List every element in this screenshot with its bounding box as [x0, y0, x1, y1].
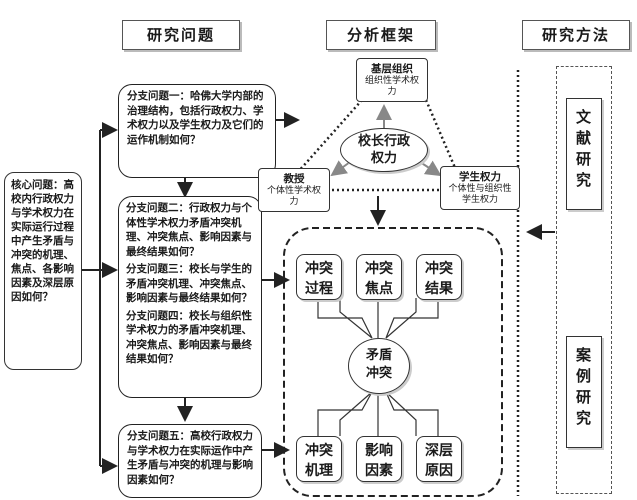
sub-question-group-234: 分支问题二：行政权力与个体性学术权力矛盾冲突机理、冲突焦点、影响因素与最终结果如…: [118, 196, 262, 398]
grassroots-org-title: 基层组织: [371, 63, 413, 75]
core-question-box: 核心问题：高校内行政权力与学术权力在实际运行过程中产生矛盾与冲突的机理、焦点、各…: [4, 172, 82, 370]
grey-arrow-left: [330, 160, 351, 177]
header-analysis-framework: 分析框架: [326, 20, 436, 50]
sub-question-4: 分支问题四：校长与组织性学术权力的矛盾冲突机理、冲突焦点、影响因素与最终结果如何…: [126, 309, 252, 366]
funnel-bottom-lines: [317, 391, 439, 436]
conflict-process-cell: 冲突过程: [296, 254, 342, 300]
header-research-methods: 研究方法: [522, 20, 630, 50]
professor-box: 教授 个体性学术权力: [258, 168, 330, 212]
funnel-top-lines: [317, 298, 439, 339]
triangle-edge-right: [424, 99, 458, 171]
student-power-box: 学生权力 个体性与组织性学生权力: [440, 166, 520, 210]
conflict-mechanism-cell: 冲突机理: [296, 436, 342, 482]
conflict-result-cell: 冲突结果: [416, 254, 462, 300]
student-power-title: 学生权力: [459, 171, 501, 183]
student-power-desc: 个体性与组织性学生权力: [448, 184, 512, 205]
sub-question-3: 分支问题三：校长与学生的矛盾冲突机理、冲突焦点、影响因素与最终结果如何？: [126, 263, 252, 304]
methods-column-frame: [556, 66, 612, 494]
sub-question-2: 分支问题二：行政权力与个体性学术权力矛盾冲突机理、冲突焦点、影响因素与最终结果如…: [126, 202, 252, 258]
influence-factors-cell: 影响因素: [356, 436, 402, 482]
grassroots-org-box: 基层组织 组织性学术权力: [356, 58, 428, 102]
case-study-box: 案例研究: [566, 336, 602, 448]
conflict-focus-cell: 冲突焦点: [356, 254, 402, 300]
sub-question-5: 分支问题五：高校行政权力与学术权力在实际运作中产生矛盾与冲突的机理与影响因素如何…: [118, 424, 262, 498]
contradiction-conflict-ellipse: 矛盾冲突: [348, 338, 410, 394]
header-research-questions: 研究问题: [122, 20, 240, 50]
sub-question-1: 分支问题一：哈佛大学内部的治理结构，包括行政权力、学术权力以及学生权力及它们的运…: [118, 84, 276, 178]
president-admin-power-ellipse: 校长行政权力: [340, 128, 428, 172]
professor-title: 教授: [283, 173, 305, 185]
triangle-edge-left: [297, 99, 363, 173]
professor-desc: 个体性学术权力: [266, 186, 321, 207]
literature-research-box: 文献研究: [566, 98, 602, 210]
conflict-area-border: [283, 227, 503, 497]
deep-causes-cell: 深层原因: [416, 436, 462, 482]
grey-arrow-right: [419, 160, 442, 177]
grassroots-org-desc: 组织性学术权力: [364, 76, 419, 97]
